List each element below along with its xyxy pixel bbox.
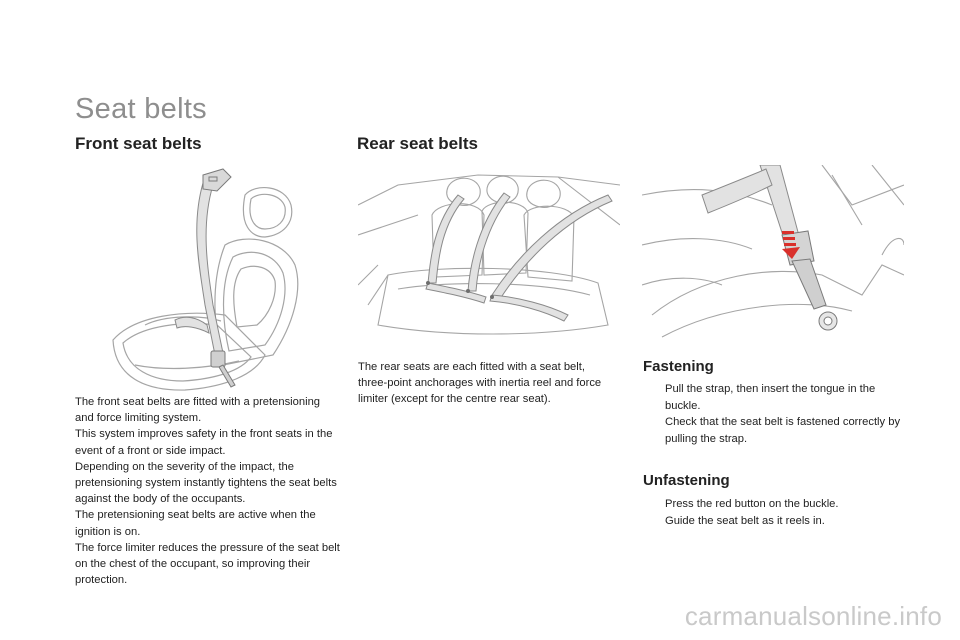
fastening-heading: Fastening: [643, 358, 714, 375]
rear-seat-belts-description: The rear seats are each fitted with a se…: [358, 359, 616, 408]
list-item-text: Press the red button on the buckle.: [665, 498, 839, 510]
watermark: carmanualsonline.info: [684, 601, 942, 631]
rear-paragraph: The rear seats are each fitted with a se…: [358, 361, 602, 406]
list-item: Guide the seat belt as it reels in.: [643, 513, 905, 530]
list-item: Check that the seat belt is fastened cor…: [643, 414, 905, 447]
list-item-text: Check that the seat belt is fastened cor…: [665, 416, 901, 445]
list-item-text: Guide the seat belt as it reels in.: [665, 514, 825, 527]
list-item: Pull the strap, then insert the tongue i…: [643, 381, 905, 414]
rear-seat-belts-heading: Rear seat belts: [357, 134, 478, 153]
front-paragraph: The pretensioning seat belts are active …: [75, 509, 316, 538]
buckle-closeup-illustration: [642, 165, 904, 338]
front-seat-belts-heading: Front seat belts: [75, 134, 202, 153]
front-paragraph: The force limiter reduces the pressure o…: [75, 541, 340, 587]
unfastening-list: Press the red button on the buckle. Guid…: [643, 496, 905, 529]
rear-seats-illustration: [358, 174, 620, 335]
page-title: Seat belts: [75, 93, 207, 125]
front-seat-belts-description: The front seat belts are fitted with a p…: [75, 394, 340, 588]
list-item-text: Pull the strap, then insert the tongue i…: [665, 383, 876, 412]
red-button-arrow-icon: [782, 231, 800, 259]
list-item: Press the red button on the buckle.: [643, 496, 905, 513]
front-paragraph: Depending on the severity of the impact,…: [75, 460, 337, 506]
front-paragraph: The front seat belts are fitted with a p…: [75, 396, 321, 425]
front-paragraph: This system improves safety in the front…: [75, 428, 333, 457]
front-seat-illustration: [112, 168, 299, 391]
unfastening-heading: Unfastening: [643, 472, 730, 489]
fastening-list: Pull the strap, then insert the tongue i…: [643, 381, 905, 447]
